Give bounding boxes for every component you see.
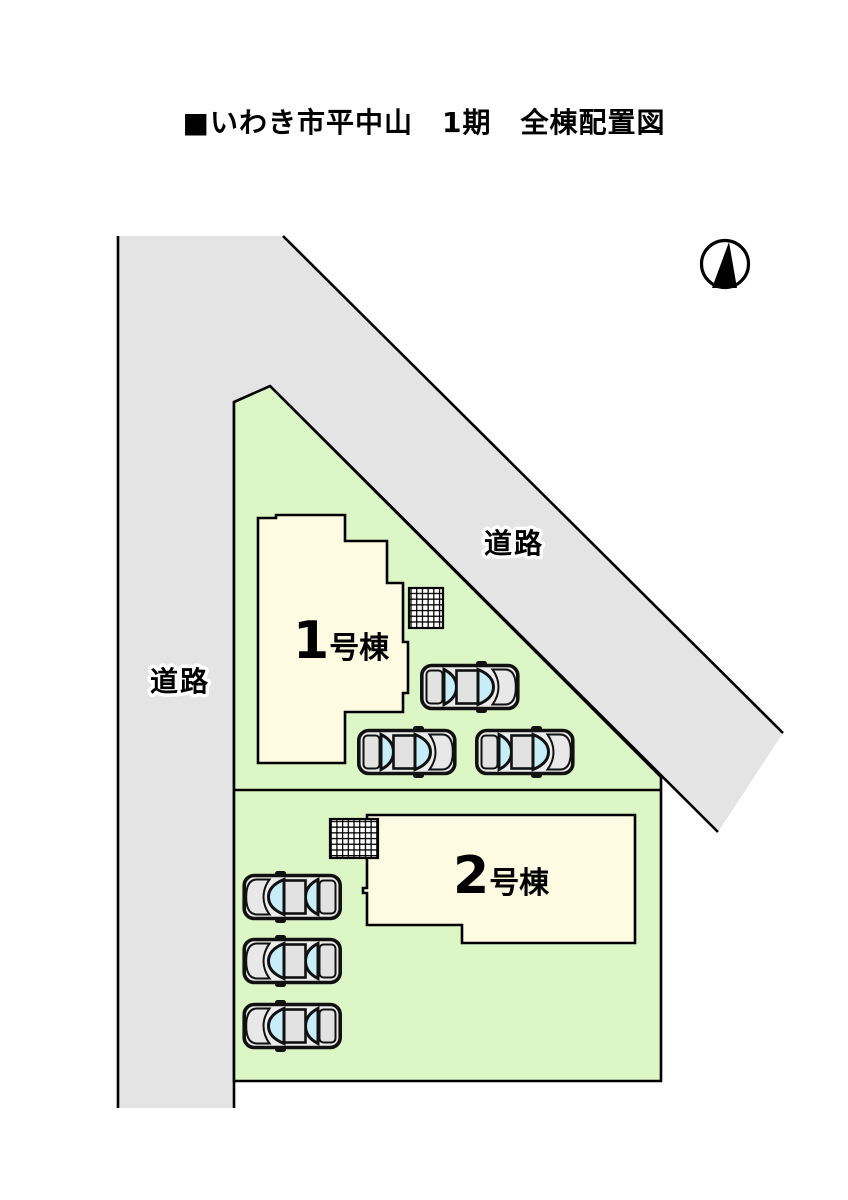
house-2-porch-hatch bbox=[328, 817, 380, 860]
house-2-label: 2号棟 bbox=[453, 846, 550, 906]
car-house1-c bbox=[474, 724, 575, 780]
house-1-label: 1号棟 bbox=[293, 611, 390, 671]
car-house2-b bbox=[242, 933, 343, 989]
car-house2-c bbox=[242, 998, 343, 1054]
car-house2-a bbox=[242, 869, 343, 925]
car-house1-b bbox=[356, 724, 457, 780]
house-1-porch-hatch bbox=[407, 586, 445, 630]
house-2-outline bbox=[361, 813, 637, 945]
road-label-diagonal: 道路 bbox=[484, 527, 544, 560]
page-title: ■いわき市平中山 1期 全棟配置図 bbox=[183, 106, 666, 139]
house-1-outline bbox=[256, 513, 410, 765]
road-label-left: 道路 bbox=[150, 665, 210, 698]
road-area bbox=[118, 236, 783, 1108]
north-arrow-icon bbox=[699, 238, 751, 290]
car-house1-a bbox=[419, 659, 520, 715]
